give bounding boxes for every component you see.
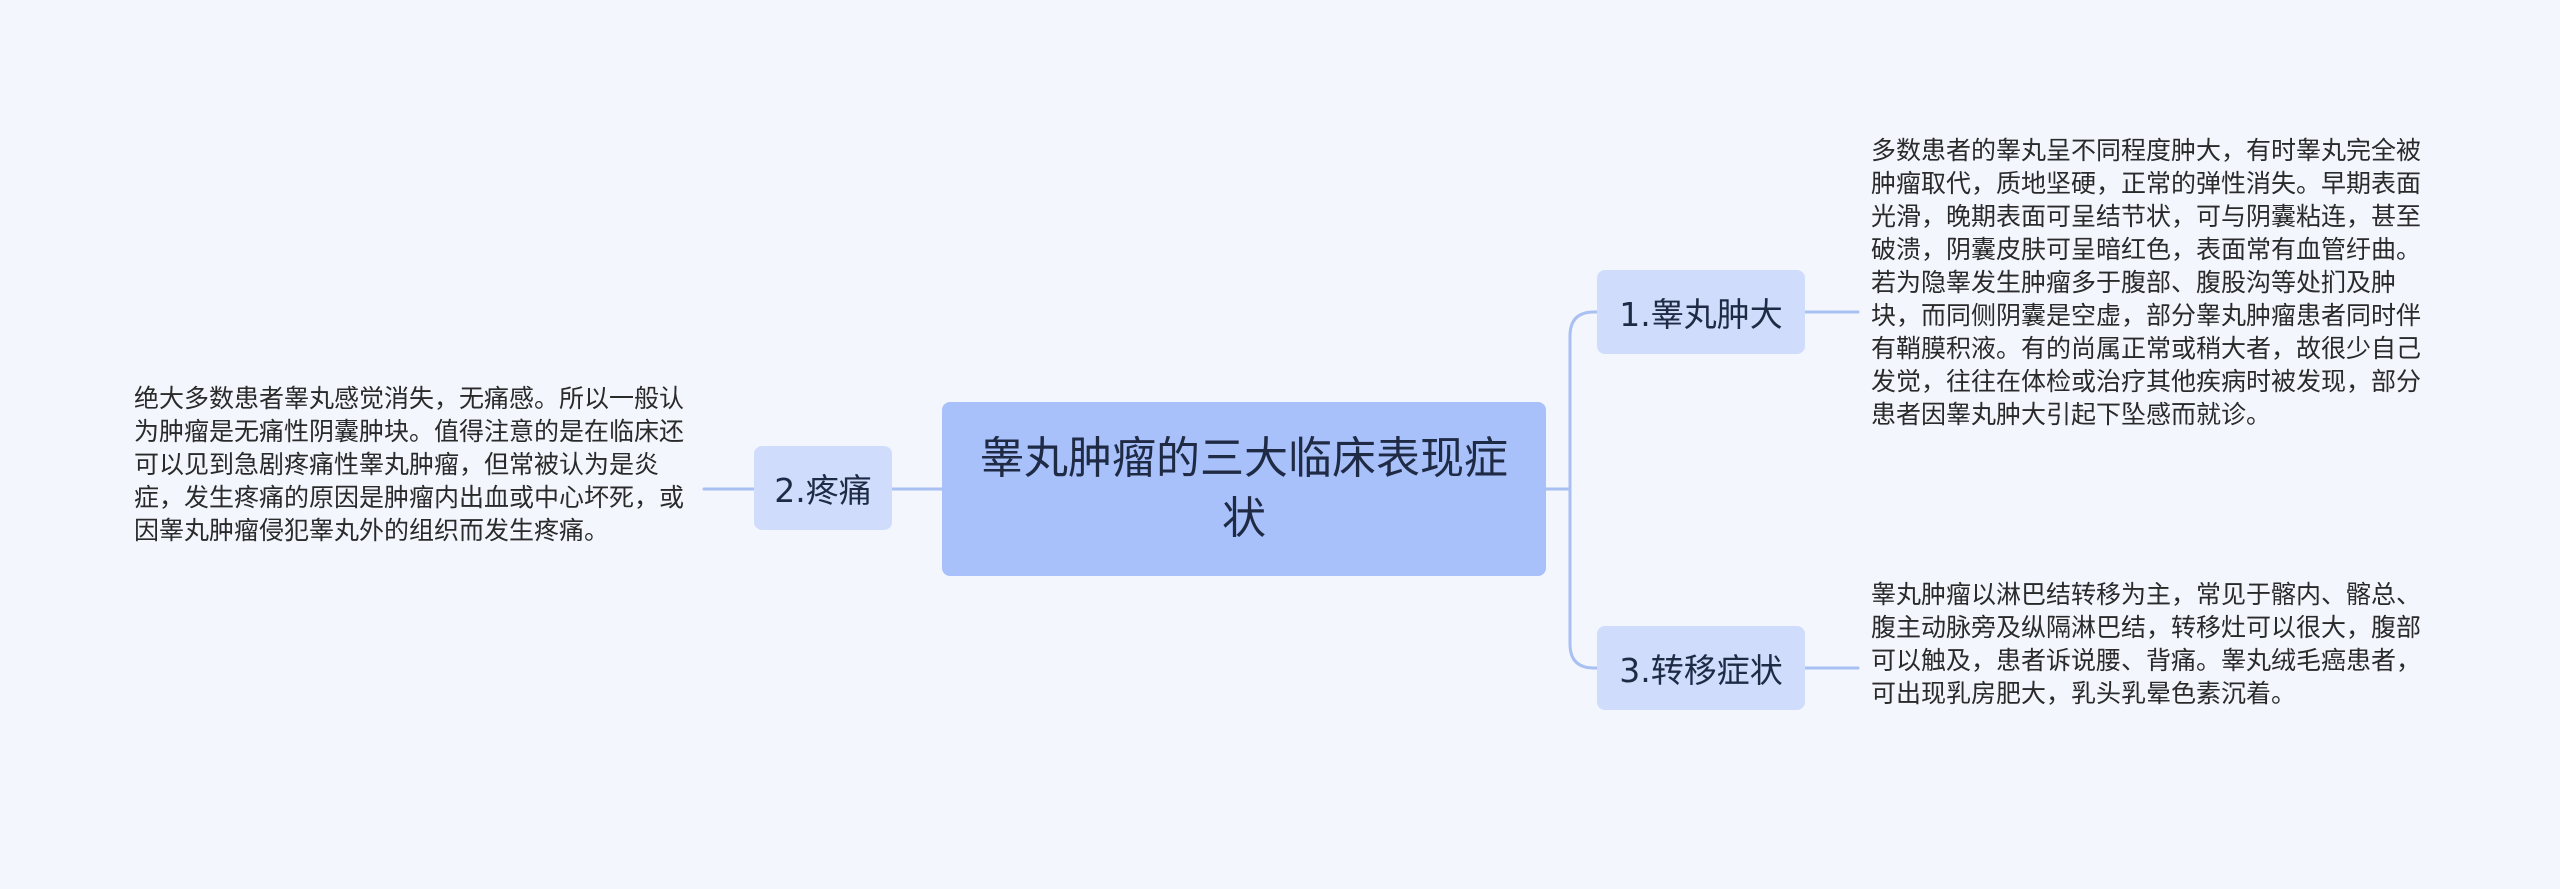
detail-text-pain: 绝大多数患者睾丸感觉消失，无痛感。所以一般认为肿瘤是无痛性阴囊肿块。值得注意的是… <box>134 384 685 545</box>
root-topic-label: 睾丸肿瘤的三大临床表现症状 <box>980 433 1508 544</box>
detail-text-metastasis: 睾丸肿瘤以淋巴结转移为主，常见于髂内、髂总、腹主动脉旁及纵隔淋巴结，转移灶可以很… <box>1871 580 2422 708</box>
branch-topic-label: 2.疼痛 <box>774 471 872 510</box>
branch-topic-metastasis[interactable]: 3.转移症状 <box>1597 626 1805 710</box>
branch-topic-pain[interactable]: 2.疼痛 <box>754 446 892 530</box>
branch-topic-label: 1.睾丸肿大 <box>1619 295 1783 334</box>
branch-topic-label: 3.转移症状 <box>1619 651 1783 690</box>
root-topic[interactable]: 睾丸肿瘤的三大临床表现症状 <box>942 402 1546 576</box>
branch-topic-swelling[interactable]: 1.睾丸肿大 <box>1597 270 1805 354</box>
connector-root-to-branch-3 <box>1544 487 1599 670</box>
detail-text-swelling: 多数患者的睾丸呈不同程度肿大，有时睾丸完全被肿瘤取代，质地坚硬，正常的弹性消失。… <box>1871 136 2422 429</box>
connector-root-to-branch-1 <box>1544 310 1599 491</box>
